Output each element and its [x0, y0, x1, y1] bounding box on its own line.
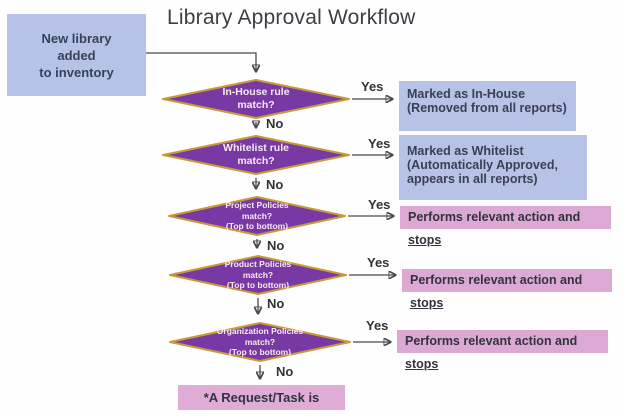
diamond-polygon — [168, 196, 346, 236]
diamond-shape — [169, 255, 347, 295]
diamond-polygon — [162, 79, 350, 119]
outcome-text: Performs relevant action and — [410, 273, 583, 287]
outcome-text-emphasis: stops — [405, 357, 439, 371]
outcome-text: Performs relevant action and — [405, 334, 578, 348]
decision-label: Project Policies match? (Top to bottom) — [225, 200, 289, 232]
outcome-organization-action: Performs relevant action and stops — [397, 330, 608, 371]
diamond-polygon — [162, 135, 350, 175]
decision-label: Product Policies match? (Top to bottom) — [224, 259, 292, 291]
outcome-product-action: Performs relevant action and stops — [402, 269, 612, 310]
diamond-shape — [168, 196, 346, 236]
edge-label-no: No — [267, 296, 285, 311]
start-node-label: New library added to inventory — [39, 30, 114, 80]
diamond-shape — [169, 322, 351, 362]
page-title: Library Approval Workflow — [167, 6, 416, 29]
edge-label-no: No — [266, 177, 284, 192]
edge-label-yes: Yes — [366, 318, 389, 333]
decision-product-policies: Product Policies match? (Top to bottom) — [167, 253, 349, 297]
decision-label: Whitelist rule match? — [223, 142, 289, 167]
edge-start-to-inhouse — [146, 52, 256, 71]
diamond-polygon — [169, 322, 351, 362]
decision-organization-policies: Organization Policies match? (Top to bot… — [167, 320, 353, 364]
end-node-label: *A Request/Task is Created — [203, 390, 320, 417]
edge-label-yes: Yes — [367, 255, 390, 270]
outcome-marked-in-house: Marked as In-House (Removed from all rep… — [399, 81, 576, 131]
outcome-text: Marked as In-House (Removed from all rep… — [407, 87, 567, 115]
edge-label-yes: Yes — [361, 79, 384, 94]
edge-label-no: No — [266, 116, 284, 131]
decision-in-house-rule: In-House rule match? — [160, 77, 352, 121]
decision-label: Organization Policies match? (Top to bot… — [216, 326, 304, 358]
outcome-text: Performs relevant action and — [408, 210, 581, 224]
diamond-shape — [162, 79, 350, 119]
decision-label: In-House rule match? — [222, 86, 290, 111]
edge-label-yes: Yes — [368, 197, 391, 212]
decision-project-policies: Project Policies match? (Top to bottom) — [166, 194, 348, 238]
diamond-polygon — [169, 255, 347, 295]
outcome-marked-whitelist: Marked as Whitelist (Automatically Appro… — [399, 135, 587, 200]
decision-whitelist-rule: Whitelist rule match? — [160, 133, 352, 177]
edge-label-yes: Yes — [368, 136, 391, 151]
outcome-text-emphasis: stops — [408, 233, 442, 247]
outcome-text-emphasis: stops — [410, 296, 444, 310]
start-node: New library added to inventory — [7, 14, 146, 96]
outcome-text: Marked as Whitelist (Automatically Appro… — [407, 144, 558, 186]
edge-label-no: No — [267, 238, 285, 253]
outcome-project-action: Performs relevant action and stops — [400, 206, 611, 247]
edge-label-no: No — [276, 364, 294, 379]
diamond-shape — [162, 135, 350, 175]
end-node-request-task: *A Request/Task is Created — [178, 385, 345, 417]
